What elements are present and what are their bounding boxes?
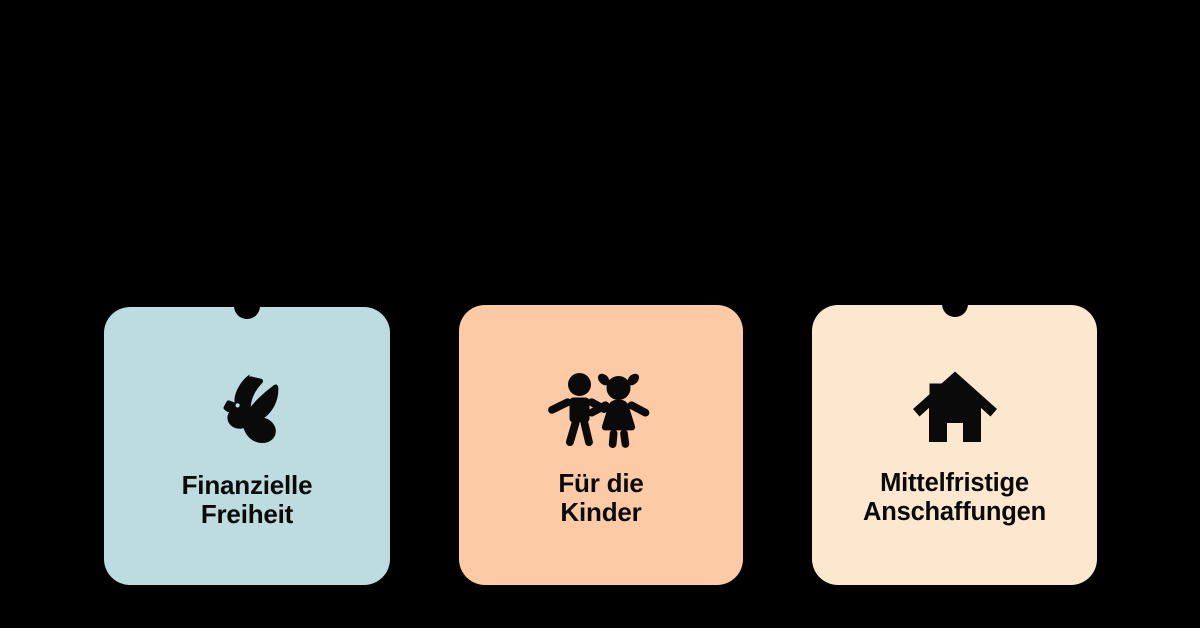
goal-card-fuer-die-kinder[interactable]: Für die Kinder [459, 305, 743, 585]
children-icon [547, 363, 655, 455]
goal-card-label: Für die Kinder [558, 468, 644, 528]
card-top-notch [234, 306, 260, 319]
goal-card-mittelfristige-anschaffungen[interactable]: Mittelfristige Anschaffungen [812, 304, 1097, 585]
goal-card-finanzielle-freiheit[interactable]: Finanzielle Freiheit [104, 306, 390, 585]
goal-card-label: Mittelfristige Anschaffungen [863, 469, 1046, 526]
house-icon [912, 363, 998, 455]
dove-icon [211, 365, 283, 457]
card-top-notch [941, 304, 968, 317]
goal-card-label: Finanzielle Freiheit [181, 470, 313, 530]
